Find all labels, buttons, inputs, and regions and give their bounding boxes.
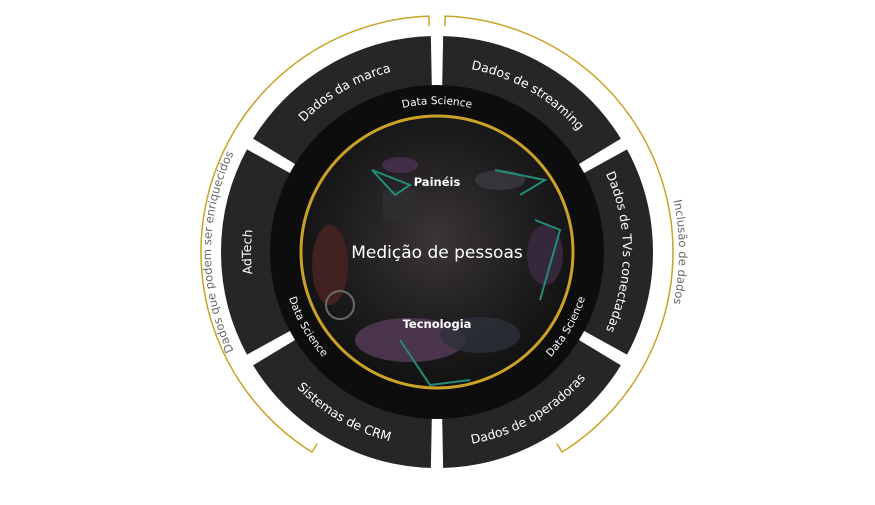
segment-label-adtech: AdTech xyxy=(239,229,255,276)
right-gold-bracket xyxy=(444,15,674,454)
center-title: Medição de pessoas xyxy=(351,243,523,263)
center-photo xyxy=(302,117,572,387)
data-science-label-top: Data Science xyxy=(401,95,473,111)
center-bottom-label: Tecnologia xyxy=(403,317,472,331)
outer-label-right: Inclusão de dados xyxy=(670,198,690,306)
center-top-label: Painéis xyxy=(414,175,461,189)
left-gold-bracket xyxy=(200,15,430,454)
gold-center-border xyxy=(299,114,575,390)
